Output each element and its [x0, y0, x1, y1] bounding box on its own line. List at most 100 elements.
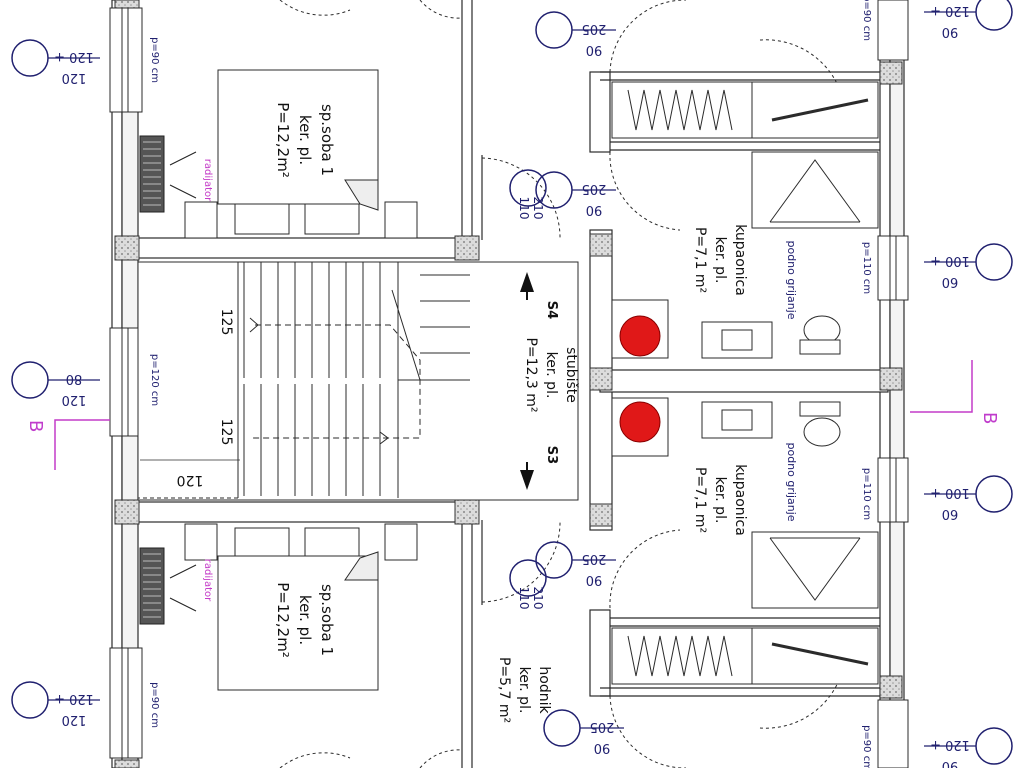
section-label-left: B — [25, 420, 46, 432]
tag-bubble — [975, 475, 1013, 513]
tag-text: 120 — [62, 712, 87, 727]
bedroom-bottom-furniture — [184, 523, 418, 691]
bath-hot-water-units — [611, 299, 669, 457]
tag-w6: 100 +60 — [924, 475, 1013, 521]
room-name: sp.soba 1 — [318, 104, 336, 176]
stair-landing-dimension: 120 — [177, 472, 204, 488]
staircase — [137, 261, 579, 501]
stair-marker-bottom: S3 — [544, 446, 559, 464]
room-finish: ker. pl. — [712, 477, 728, 524]
room-finish: ker. pl. — [712, 237, 728, 284]
tag-text: 80 — [66, 371, 83, 386]
tag-text: 120 — [62, 392, 87, 407]
tag-text: 120 + — [930, 737, 970, 752]
tag-text: 210 — [531, 587, 545, 610]
room-label-stairwell: stubište ker. pl. P=12,3 m² — [523, 337, 579, 412]
room-name: kupaonica — [732, 464, 748, 536]
tag-text: 205 — [582, 181, 607, 196]
room-area: P=7,1 m² — [692, 227, 708, 293]
tag-bubble — [509, 169, 547, 207]
sill-height-w3: p=90 cm — [149, 682, 160, 728]
sill-height-w4: p=90 cm — [861, 0, 872, 41]
room-finish: ker. pl. — [296, 595, 314, 645]
radiator-label: radijator — [202, 559, 213, 602]
dimension-value: 120 — [177, 472, 204, 488]
bath-top-fixtures — [611, 81, 879, 359]
dimension-value: 125 — [218, 419, 234, 446]
tag-text: 210 — [531, 197, 545, 220]
room-name: sp.soba 1 — [318, 584, 336, 656]
tag-text: 90 — [586, 42, 603, 57]
tag-bubble — [535, 541, 573, 579]
room-label-bath-top: kupaonica ker. pl. P=7,1 m² — [692, 224, 748, 296]
tag-bubble — [11, 361, 49, 399]
room-label-bedroom-top: sp.soba 1 ker. pl. P=12,2m² — [274, 102, 336, 178]
tag-text: 120 — [62, 70, 87, 85]
stair-dimension-bottom: 125 — [218, 419, 234, 446]
room-area: P=12,2m² — [274, 102, 292, 178]
tag-text: 205 — [582, 551, 607, 566]
tag-bubble — [543, 709, 581, 747]
room-finish: ker. pl. — [543, 352, 559, 399]
tag-w5: 100 +60 — [924, 243, 1013, 289]
radiators — [139, 135, 197, 625]
stair-label: S3 — [544, 446, 559, 464]
radiator-note-bottom: radijator — [202, 559, 213, 602]
tag-text: 110 — [517, 197, 531, 220]
tag-bubble — [509, 559, 547, 597]
tag-text: 120 + — [54, 691, 94, 706]
sill-height-w6: p=110 cm — [861, 468, 872, 520]
sill-height-w5: p=110 cm — [861, 242, 872, 294]
tag-bubble — [535, 11, 573, 49]
section-label-right: B — [979, 412, 1000, 424]
radiator-note-top: radijator — [202, 159, 213, 202]
dimension-lines — [140, 270, 240, 495]
structural-columns — [114, 0, 903, 769]
tag-text: 90 — [586, 572, 603, 587]
tag-w3: 120 + 120 — [11, 681, 100, 727]
tag-bubble — [975, 727, 1013, 765]
tag-text: 120 + — [930, 3, 970, 18]
tag-w4: 120 + 90 — [924, 0, 1013, 39]
room-name: hodnik — [536, 666, 552, 714]
dimension-value: 125 — [218, 309, 234, 336]
room-area: P=12,3 m² — [523, 337, 539, 412]
tag-text: 100 + — [930, 485, 970, 500]
tag-bubble — [11, 681, 49, 719]
room-area: P=7,1 m² — [692, 467, 708, 533]
bedroom-top-furniture — [184, 69, 418, 239]
tag-bubble — [975, 0, 1013, 31]
room-name: kupaonica — [732, 224, 748, 296]
room-label-bath-bottom: kupaonica ker. pl. P=7,1 m² — [692, 464, 748, 536]
sill-height-w1: p=90 cm — [149, 37, 160, 83]
windows — [109, 0, 909, 769]
floor-heating-note-bottom: podno grijanje — [785, 442, 798, 521]
room-finish: ker. pl. — [516, 667, 532, 714]
tag-bubble — [975, 243, 1013, 281]
tag-text: 120 + — [54, 49, 94, 64]
tag-text: 90 — [586, 202, 603, 217]
tag-w7: 120 +90 — [924, 727, 1013, 773]
stair-dimension-top: 125 — [218, 309, 234, 336]
tag-text: 90 — [942, 24, 959, 39]
stair-label: S4 — [544, 301, 559, 319]
tag-text: 90 — [594, 740, 611, 755]
section-line-b — [54, 360, 973, 470]
tag-text: 205 — [582, 21, 607, 36]
room-area: P=12,2m² — [274, 582, 292, 658]
floor-heating-note-top: podno grijanje — [785, 240, 798, 319]
room-area: P=5,7 m² — [496, 657, 512, 723]
floor-heating-label: podno grijanje — [785, 442, 798, 521]
stair-direction-arrows — [520, 272, 534, 490]
tag-text: 205 — [590, 719, 615, 734]
room-finish: ker. pl. — [296, 115, 314, 165]
tag-text: 110 — [517, 587, 531, 610]
